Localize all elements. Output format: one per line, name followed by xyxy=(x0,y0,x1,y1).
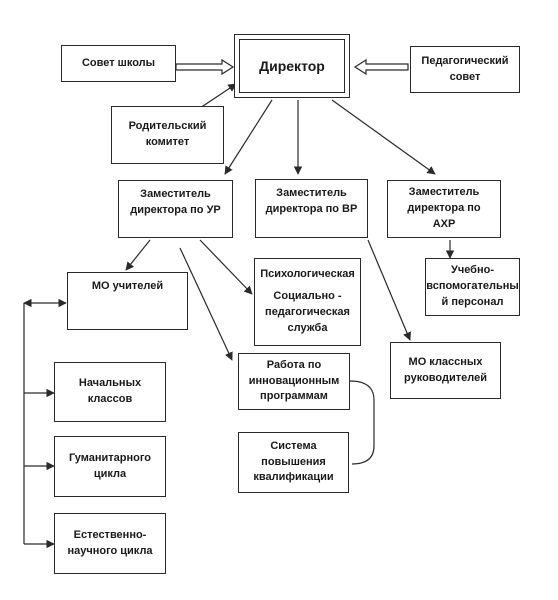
mo-teachers-box: МО учителей xyxy=(67,272,188,330)
deputy-ur-label-2: директора по УР xyxy=(130,203,221,216)
support-staff-label-1: Учебно- xyxy=(450,264,495,277)
ur-to-psych-line xyxy=(199,239,253,295)
deputy-ur-box: Заместитель директора по УР xyxy=(118,180,233,238)
support-staff-label-3: й персонал xyxy=(441,295,504,308)
vr-to-mo-class-line xyxy=(367,239,411,341)
psych-label-1: Психологическая xyxy=(260,268,355,281)
mo-humanities-box: Гуманитарного цикла xyxy=(54,436,166,497)
mo-class-label-1: МО классных xyxy=(408,355,483,368)
mo-primary-label-2: классов xyxy=(87,393,133,405)
mo-class-box: МО классных руководителей xyxy=(390,342,501,399)
mo-teachers-label: МО учителей xyxy=(91,280,164,292)
parent-to-director-line xyxy=(199,83,237,109)
director-inner: Директор xyxy=(239,39,345,93)
qualification-box: Система повышения квалификации xyxy=(238,432,349,493)
psych-label-4: служба xyxy=(287,321,328,334)
bracket-line xyxy=(349,380,375,465)
qualification-label-2: повышения xyxy=(261,455,326,468)
deputy-ahr-label-3: АХР xyxy=(432,217,456,230)
director-label: Директор xyxy=(259,57,325,74)
school-council-label: Совет школы xyxy=(81,56,156,69)
innovation-box: Работа по инновационным программам xyxy=(238,353,350,410)
psych-service-box: Психологическая Социально - педагогическ… xyxy=(254,258,361,346)
mo-humanities-label-2: цикла xyxy=(93,467,127,480)
school-council-arrow xyxy=(175,58,235,76)
qualification-label-3: квалификации xyxy=(253,471,334,484)
psych-label-2: Социально - xyxy=(273,290,342,303)
innovation-label-2: инновационным xyxy=(248,374,340,387)
support-staff-box: Учебно- вспомогательны й персонал xyxy=(425,258,520,316)
mo-class-label-2: руководителей xyxy=(404,371,487,384)
support-staff-label-2: вспомогательны xyxy=(426,280,519,293)
deputy-ahr-label-1: Заместитель xyxy=(408,186,480,199)
parent-committee-label-1: Родительский xyxy=(128,120,207,133)
mo-science-label-1: Естественно- xyxy=(73,528,147,541)
mo-science-box: Естественно- научного цикла xyxy=(54,513,166,574)
director-outer-frame xyxy=(234,34,350,98)
deputy-ahr-label-2: директора по xyxy=(407,202,481,215)
mo-primary-label-1: Начальных xyxy=(78,377,142,390)
ur-to-innovation-line xyxy=(179,247,233,361)
ped-council-label-2: совет xyxy=(449,70,481,83)
deputy-ahr-box: Заместитель директора по АХР xyxy=(387,180,501,238)
ped-council-label-1: Педагогический xyxy=(421,54,509,67)
director-to-ahr-line xyxy=(331,99,436,175)
deputy-vr-box: Заместитель директора по ВР xyxy=(255,179,368,238)
mo-primary-box: Начальных классов xyxy=(54,362,166,422)
parent-committee-box: Родительский комитет xyxy=(111,106,224,164)
innovation-label-3: программам xyxy=(260,390,328,403)
qualification-label-1: Система xyxy=(270,439,317,452)
parent-committee-label-2: комитет xyxy=(145,136,190,148)
ped-council-arrow xyxy=(353,58,409,76)
director-to-ur-line xyxy=(224,99,273,175)
ped-council-box: Педагогический совет xyxy=(410,46,520,93)
deputy-vr-label-2: директора по ВР xyxy=(265,202,358,215)
deputy-ur-label-1: Заместитель xyxy=(140,188,211,200)
mo-humanities-label-1: Гуманитарного xyxy=(68,451,152,464)
deputy-vr-label-1: Заместитель xyxy=(276,187,347,199)
innovation-label-1: Работа по xyxy=(266,358,322,371)
school-council-box: Совет школы xyxy=(61,45,176,82)
psych-label-3: педагогическая xyxy=(265,306,350,318)
director-box: Директор xyxy=(234,34,350,98)
ur-to-mo-teachers-line xyxy=(125,239,151,271)
mo-science-label-2: научного цикла xyxy=(67,544,153,557)
